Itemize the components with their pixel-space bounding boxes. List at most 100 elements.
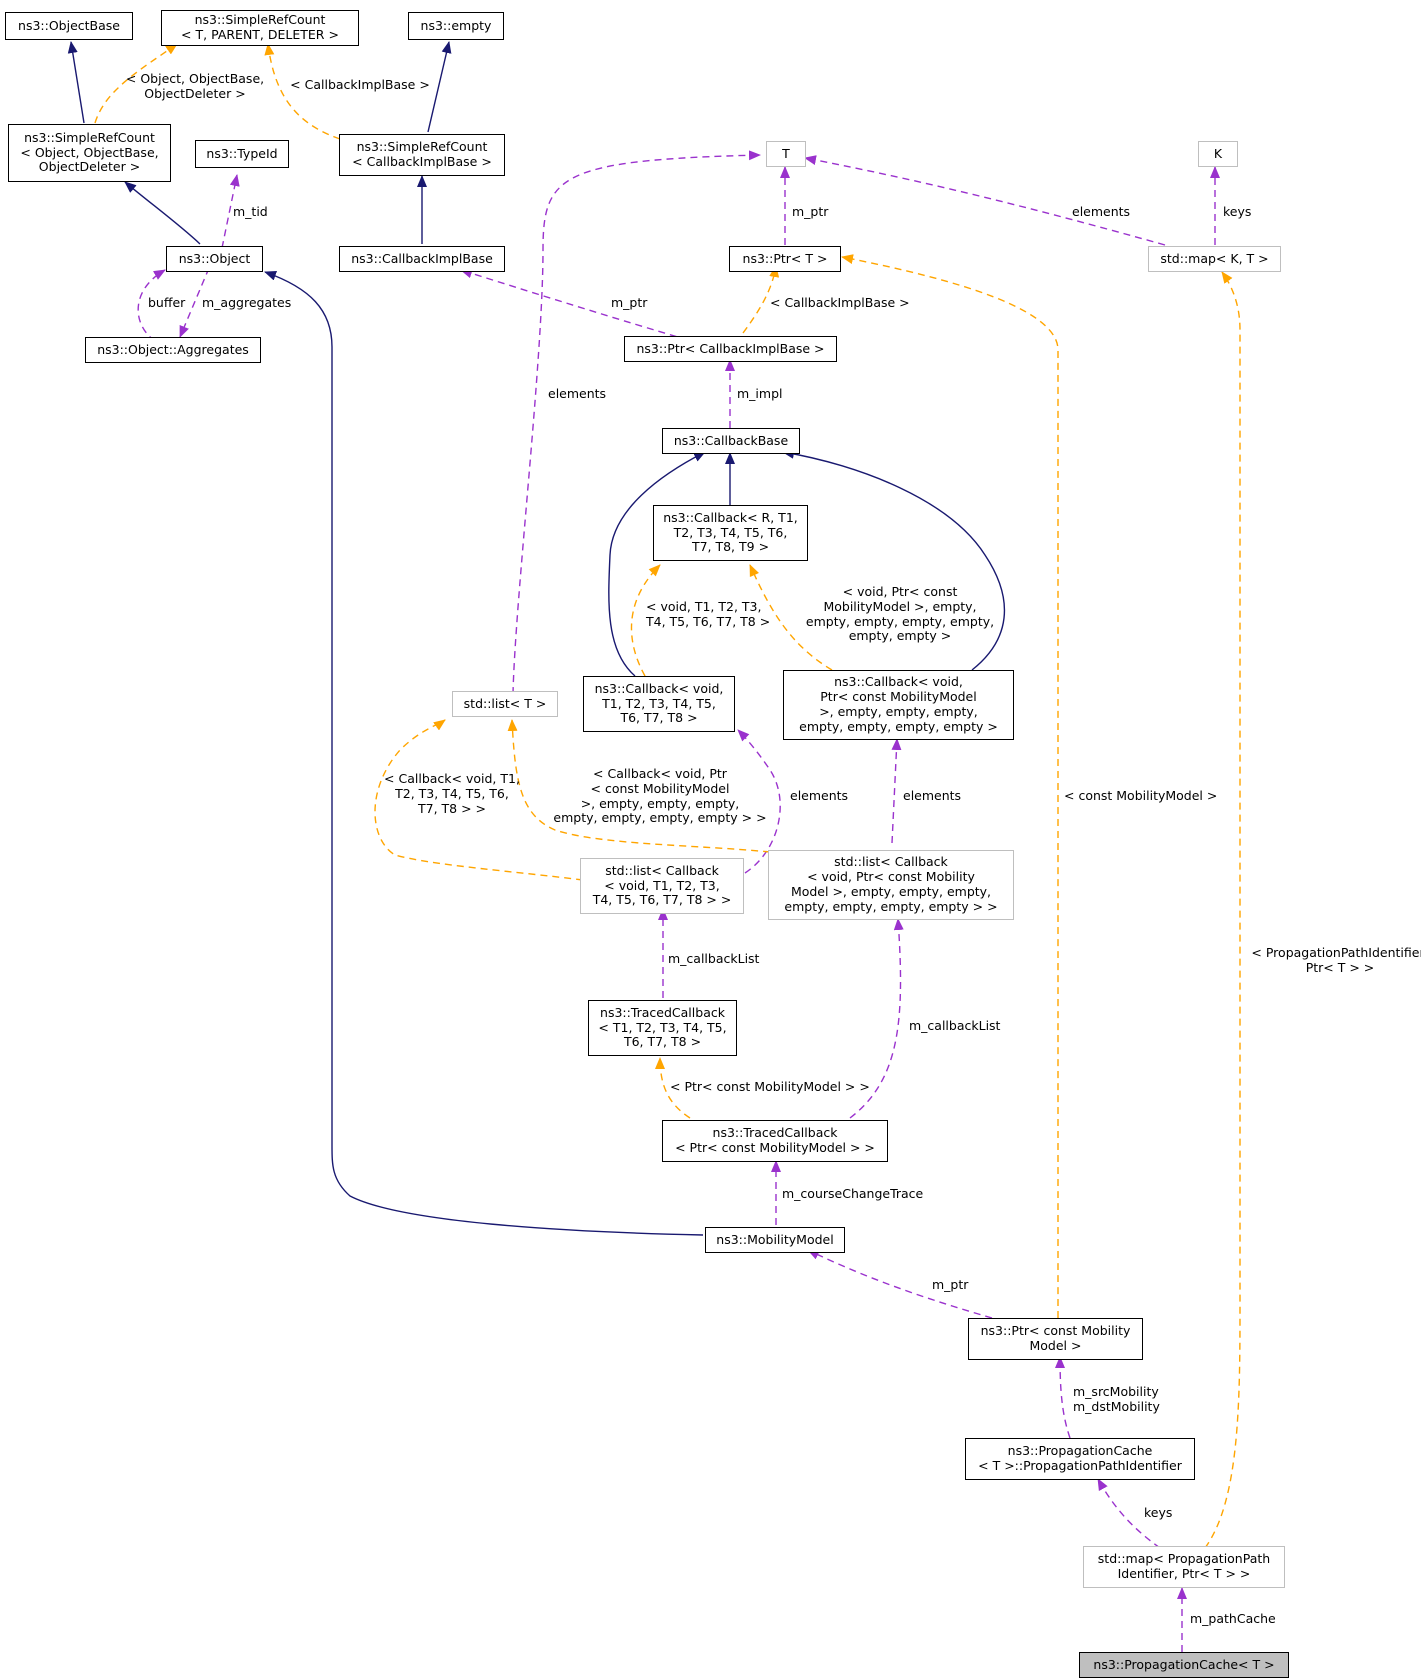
edge-label: elements [1072,204,1131,219]
node-mobilitymodel[interactable]: ns3::MobilityModel [705,1227,845,1253]
edge-label: < CallbackImplBase > [770,295,910,310]
node-label: T [782,145,790,161]
node-pathid[interactable]: ns3::PropagationCache < T >::Propagation… [965,1438,1195,1480]
node-map-path[interactable]: std::map< PropagationPath Identifier, Pt… [1083,1546,1285,1588]
edge-label: m_pathCache [1190,1611,1276,1626]
edge-label: elements [903,788,962,803]
edge-object-to-typeid [221,174,240,249]
node-label: ns3::CallbackImplBase [351,250,493,266]
node-aggregates[interactable]: ns3::Object::Aggregates [85,337,261,363]
node-callback-void-mm[interactable]: ns3::Callback< void, Ptr< const Mobility… [783,670,1014,740]
node-t[interactable]: T [766,141,806,167]
node-label: ns3::PropagationCache< T > [1093,1656,1275,1672]
edge-list-cb-t-to-list-t [374,719,584,881]
edge-label: m_tid [233,204,268,219]
edge-list-cb-mm-to-callback-void-mm [891,738,902,844]
edge-ptr-cbimpl-to-ptr-t [742,265,780,334]
node-label: ns3::SimpleRefCount < T, PARENT, DELETER… [181,12,339,42]
node-object[interactable]: ns3::Object [166,246,263,272]
node-traced-mm[interactable]: ns3::TracedCallback < Ptr< const Mobilit… [662,1120,888,1162]
node-label: ns3::Ptr< CallbackImplBase > [636,340,825,356]
node-simplerefcount-obj[interactable]: ns3::SimpleRefCount < Object, ObjectBase… [8,124,171,182]
edge-map-kt-to-t [804,155,1166,246]
edge-label: m_callbackList [668,951,760,966]
node-typeid[interactable]: ns3::TypeId [195,140,289,168]
edge-aggregates-to-object-buffer [137,269,166,342]
edge-label: < const MobilityModel > [1064,788,1218,803]
node-label: ns3::Callback< R, T1, T2, T3, T4, T5, T6… [663,509,798,555]
edge-ptr-mm-to-ptr-t [841,254,1059,1318]
node-label: std::map< PropagationPath Identifier, Pt… [1097,1551,1271,1581]
node-label: ns3::SimpleRefCount < Object, ObjectBase… [20,129,159,175]
node-k[interactable]: K [1198,141,1238,167]
node-list-cb-t[interactable]: std::list< Callback < void, T1, T2, T3, … [580,858,744,914]
edge-callback-void-t-to-callback-rt [630,564,661,677]
edge-simplerefcount-cb-to-empty [427,41,452,133]
node-label: ns3::CallbackBase [673,432,789,448]
node-label: ns3::SimpleRefCount < CallbackImplBase > [352,139,492,169]
edge-map-path-to-map-kt [1204,271,1241,1549]
edge-callback-void-mm-to-callbackbase [782,448,1006,671]
node-label: std::map< K, T > [1160,250,1269,266]
edge-label: m_impl [737,386,783,401]
edge-label: m_callbackList [909,1018,1001,1033]
node-ptr-mm[interactable]: ns3::Ptr< const Mobility Model > [968,1318,1143,1360]
node-objectbase[interactable]: ns3::ObjectBase [5,12,133,40]
node-label: std::list< Callback < void, Ptr< const M… [784,854,998,914]
edge-label: < Callback< void, Ptr < const MobilityMo… [553,766,767,826]
edge-label: buffer [148,295,186,310]
edge-label: < void, T1, T2, T3, T4, T5, T6, T7, T8 > [646,599,771,629]
node-label: ns3::Object [178,250,251,266]
node-callback-void-t[interactable]: ns3::Callback< void, T1, T2, T3, T4, T5,… [583,676,735,732]
node-label: K [1213,145,1223,161]
edge-label: keys [1144,1505,1173,1520]
node-propcache[interactable]: ns3::PropagationCache< T > [1079,1652,1289,1678]
edge-ptr-mm-to-mobilitymodel [807,1249,993,1319]
node-label: ns3::Ptr< const Mobility Model > [980,1323,1131,1353]
node-ptr-t[interactable]: ns3::Ptr< T > [729,246,841,272]
node-label: ns3::Object::Aggregates [97,341,249,357]
node-map-kt[interactable]: std::map< K, T > [1148,246,1281,272]
edge-label: elements [548,386,607,401]
node-label: ns3::Ptr< T > [742,250,828,266]
edge-label: < Ptr< const MobilityModel > > [670,1079,870,1094]
node-label: ns3::TracedCallback < Ptr< const Mobilit… [675,1125,875,1155]
node-list-cb-mm[interactable]: std::list< Callback < void, Ptr< const M… [768,850,1014,920]
edge-label: m_ptr [611,295,648,310]
edge-mobilitymodel-to-object [264,270,704,1236]
edge-label: < void, Ptr< const MobilityModel >, empt… [805,584,995,644]
node-label: ns3::empty [420,17,492,33]
edge-label: < Object, ObjectBase, ObjectDeleter > [125,71,265,101]
node-label: ns3::ObjectBase [18,17,120,33]
edge-traced-mm-to-traced-t [655,1057,691,1119]
edge-callback-void-t-to-callbackbase [608,451,706,677]
node-list-t[interactable]: std::list< T > [452,691,558,717]
node-label: ns3::TracedCallback < T1, T2, T3, T4, T5… [598,1004,727,1050]
node-callbackbase[interactable]: ns3::CallbackBase [662,428,800,454]
node-label: ns3::MobilityModel [716,1231,834,1247]
edge-label: m_ptr [932,1277,969,1292]
node-empty[interactable]: ns3::empty [408,12,504,40]
edge-traced-mm-to-list-cb-mm [849,918,904,1119]
edge-pathid-to-ptr-mm [1055,1356,1071,1439]
edge-list-t-to-t [512,150,761,695]
node-traced-t[interactable]: ns3::TracedCallback < T1, T2, T3, T4, T5… [588,1000,737,1056]
node-label: std::list< T > [463,695,547,711]
node-callback-rt[interactable]: ns3::Callback< R, T1, T2, T3, T4, T5, T6… [653,505,808,561]
node-simplerefcount-tpd[interactable]: ns3::SimpleRefCount < T, PARENT, DELETER… [161,10,359,46]
node-simplerefcount-cb[interactable]: ns3::SimpleRefCount < CallbackImplBase > [339,134,505,176]
edge-label: m_courseChangeTrace [782,1186,924,1201]
node-callbackimplbase[interactable]: ns3::CallbackImplBase [339,246,505,272]
node-ptr-cbimpl[interactable]: ns3::Ptr< CallbackImplBase > [624,336,837,362]
node-label: ns3::Callback< void, Ptr< const Mobility… [799,674,998,734]
edge-ptr-cbimpl-to-callbackimplbase [460,268,689,341]
edge-label: < CallbackImplBase > [290,77,430,92]
node-label: ns3::Callback< void, T1, T2, T3, T4, T5,… [594,680,724,726]
edge-label: < PropagationPathIdentifier, Ptr< T > > [1251,945,1421,975]
edge-simplerefcount-cb-to-tpl [264,43,341,140]
edge-object-to-aggregates [179,267,210,338]
edge-list-cb-mm-to-list-t [507,719,771,853]
node-label: std::list< Callback < void, T1, T2, T3, … [592,862,732,908]
